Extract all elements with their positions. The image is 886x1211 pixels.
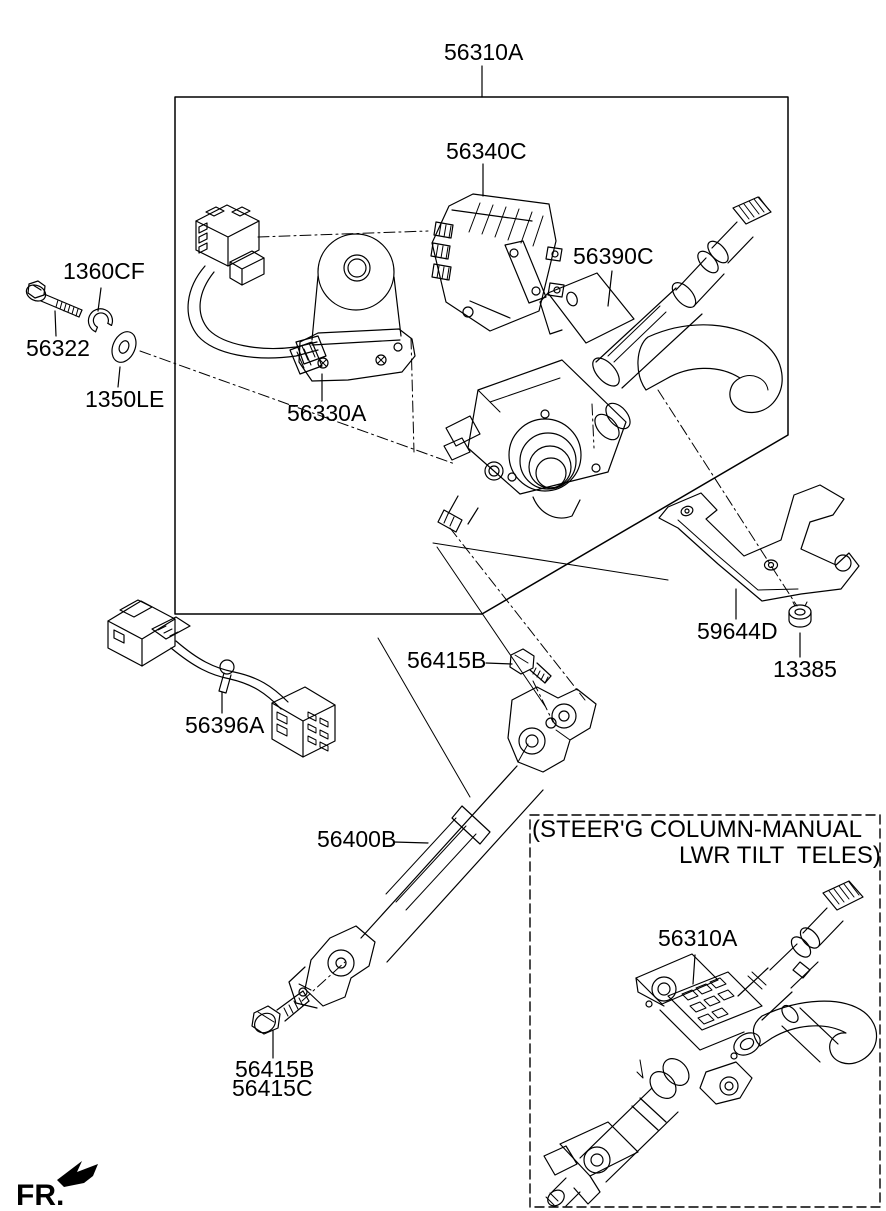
leader-lines bbox=[54, 65, 801, 1059]
part-label-56310a-main: 56310A bbox=[444, 39, 524, 65]
fr-marker-label: FR. bbox=[16, 1179, 65, 1211]
part-label-56415b-upper: 56415B bbox=[407, 647, 487, 673]
bolt-56322-drawing bbox=[25, 280, 83, 318]
bolt-56415-lower-drawing bbox=[251, 990, 310, 1035]
motor-connector-drawing bbox=[187, 204, 327, 365]
part-label-56390c: 56390C bbox=[573, 243, 654, 269]
inset-title-line2: LWR TILT TELES) bbox=[679, 842, 881, 869]
part-label-59644d: 59644D bbox=[697, 618, 778, 644]
part-label-56340c: 56340C bbox=[446, 138, 527, 164]
inset-title-line1: (STEER'G COLUMN-MANUAL bbox=[532, 816, 862, 843]
assembly-reference-lines bbox=[139, 230, 798, 1002]
column-56390c-drawing bbox=[437, 196, 783, 533]
part-label-1360cf: 1360CF bbox=[63, 258, 145, 284]
ecu-56340c-drawing bbox=[430, 193, 565, 332]
part-label-56330a: 56330A bbox=[287, 400, 367, 426]
snap-ring-1360cf-drawing bbox=[87, 308, 114, 333]
part-label-56310a-inset: 56310A bbox=[658, 925, 738, 951]
part-label-56322: 56322 bbox=[26, 335, 90, 361]
inset-box bbox=[529, 814, 881, 1208]
part-label-56415c-lower: 56415C bbox=[232, 1075, 313, 1101]
intermediate-shaft-56400b-drawing bbox=[288, 686, 597, 1009]
part-label-1350le: 1350LE bbox=[85, 386, 165, 412]
harness-56396a-drawing bbox=[107, 599, 336, 758]
bolt-56415b-upper-drawing bbox=[509, 648, 552, 684]
bracket-59644d-drawing bbox=[658, 484, 860, 602]
main-assembly-box bbox=[174, 96, 789, 615]
part-label-56415b-lower: 56415B bbox=[235, 1056, 315, 1082]
washer-1350le-drawing bbox=[111, 331, 137, 363]
front-direction-arrow-icon bbox=[57, 1161, 98, 1187]
motor-56330a-drawing bbox=[289, 233, 416, 382]
inset-column-drawing bbox=[543, 880, 878, 1207]
part-label-56396a: 56396A bbox=[185, 712, 265, 738]
part-label-13385: 13385 bbox=[773, 656, 837, 682]
nut-13385-drawing bbox=[788, 601, 812, 628]
part-label-56400b: 56400B bbox=[317, 826, 397, 852]
